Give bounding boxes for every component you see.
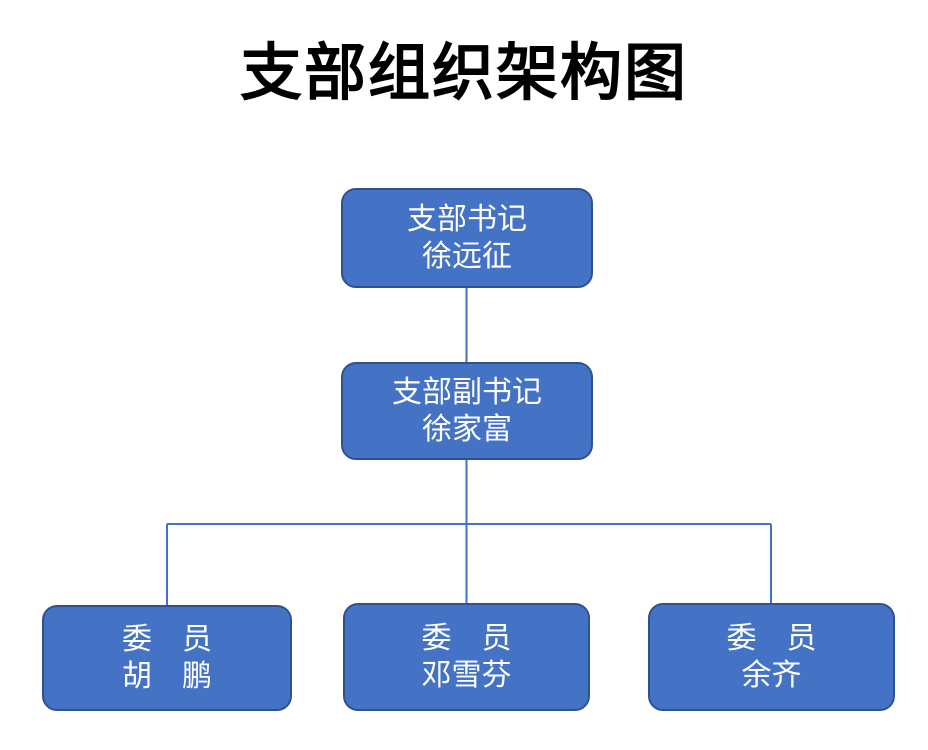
page-title: 支部组织架构图 <box>239 40 688 108</box>
org-node-member-name: 邓雪芬 <box>421 659 512 692</box>
org-node-member-name: 余齐 <box>741 659 802 692</box>
org-node-deputy-secretary-role: 支部副书记 <box>392 376 542 409</box>
org-node-member-dengxuefen: 委 员 邓雪芬 <box>343 603 590 711</box>
org-node-member-hupeng: 委 员 胡 鹏 <box>42 605 292 711</box>
org-node-member-role: 委 员 <box>726 622 817 655</box>
org-node-secretary: 支部书记 徐远征 <box>341 188 593 288</box>
org-node-member-name: 胡 鹏 <box>122 660 212 693</box>
org-node-member-role: 委 员 <box>421 622 512 655</box>
org-node-member-yuqi: 委 员 余齐 <box>648 603 895 711</box>
org-node-deputy-secretary-name: 徐家富 <box>422 413 512 446</box>
org-node-deputy-secretary: 支部副书记 徐家富 <box>341 362 593 460</box>
org-node-secretary-role: 支部书记 <box>407 203 527 236</box>
org-node-member-role: 委 员 <box>122 623 212 656</box>
org-node-secretary-name: 徐远征 <box>422 240 512 273</box>
